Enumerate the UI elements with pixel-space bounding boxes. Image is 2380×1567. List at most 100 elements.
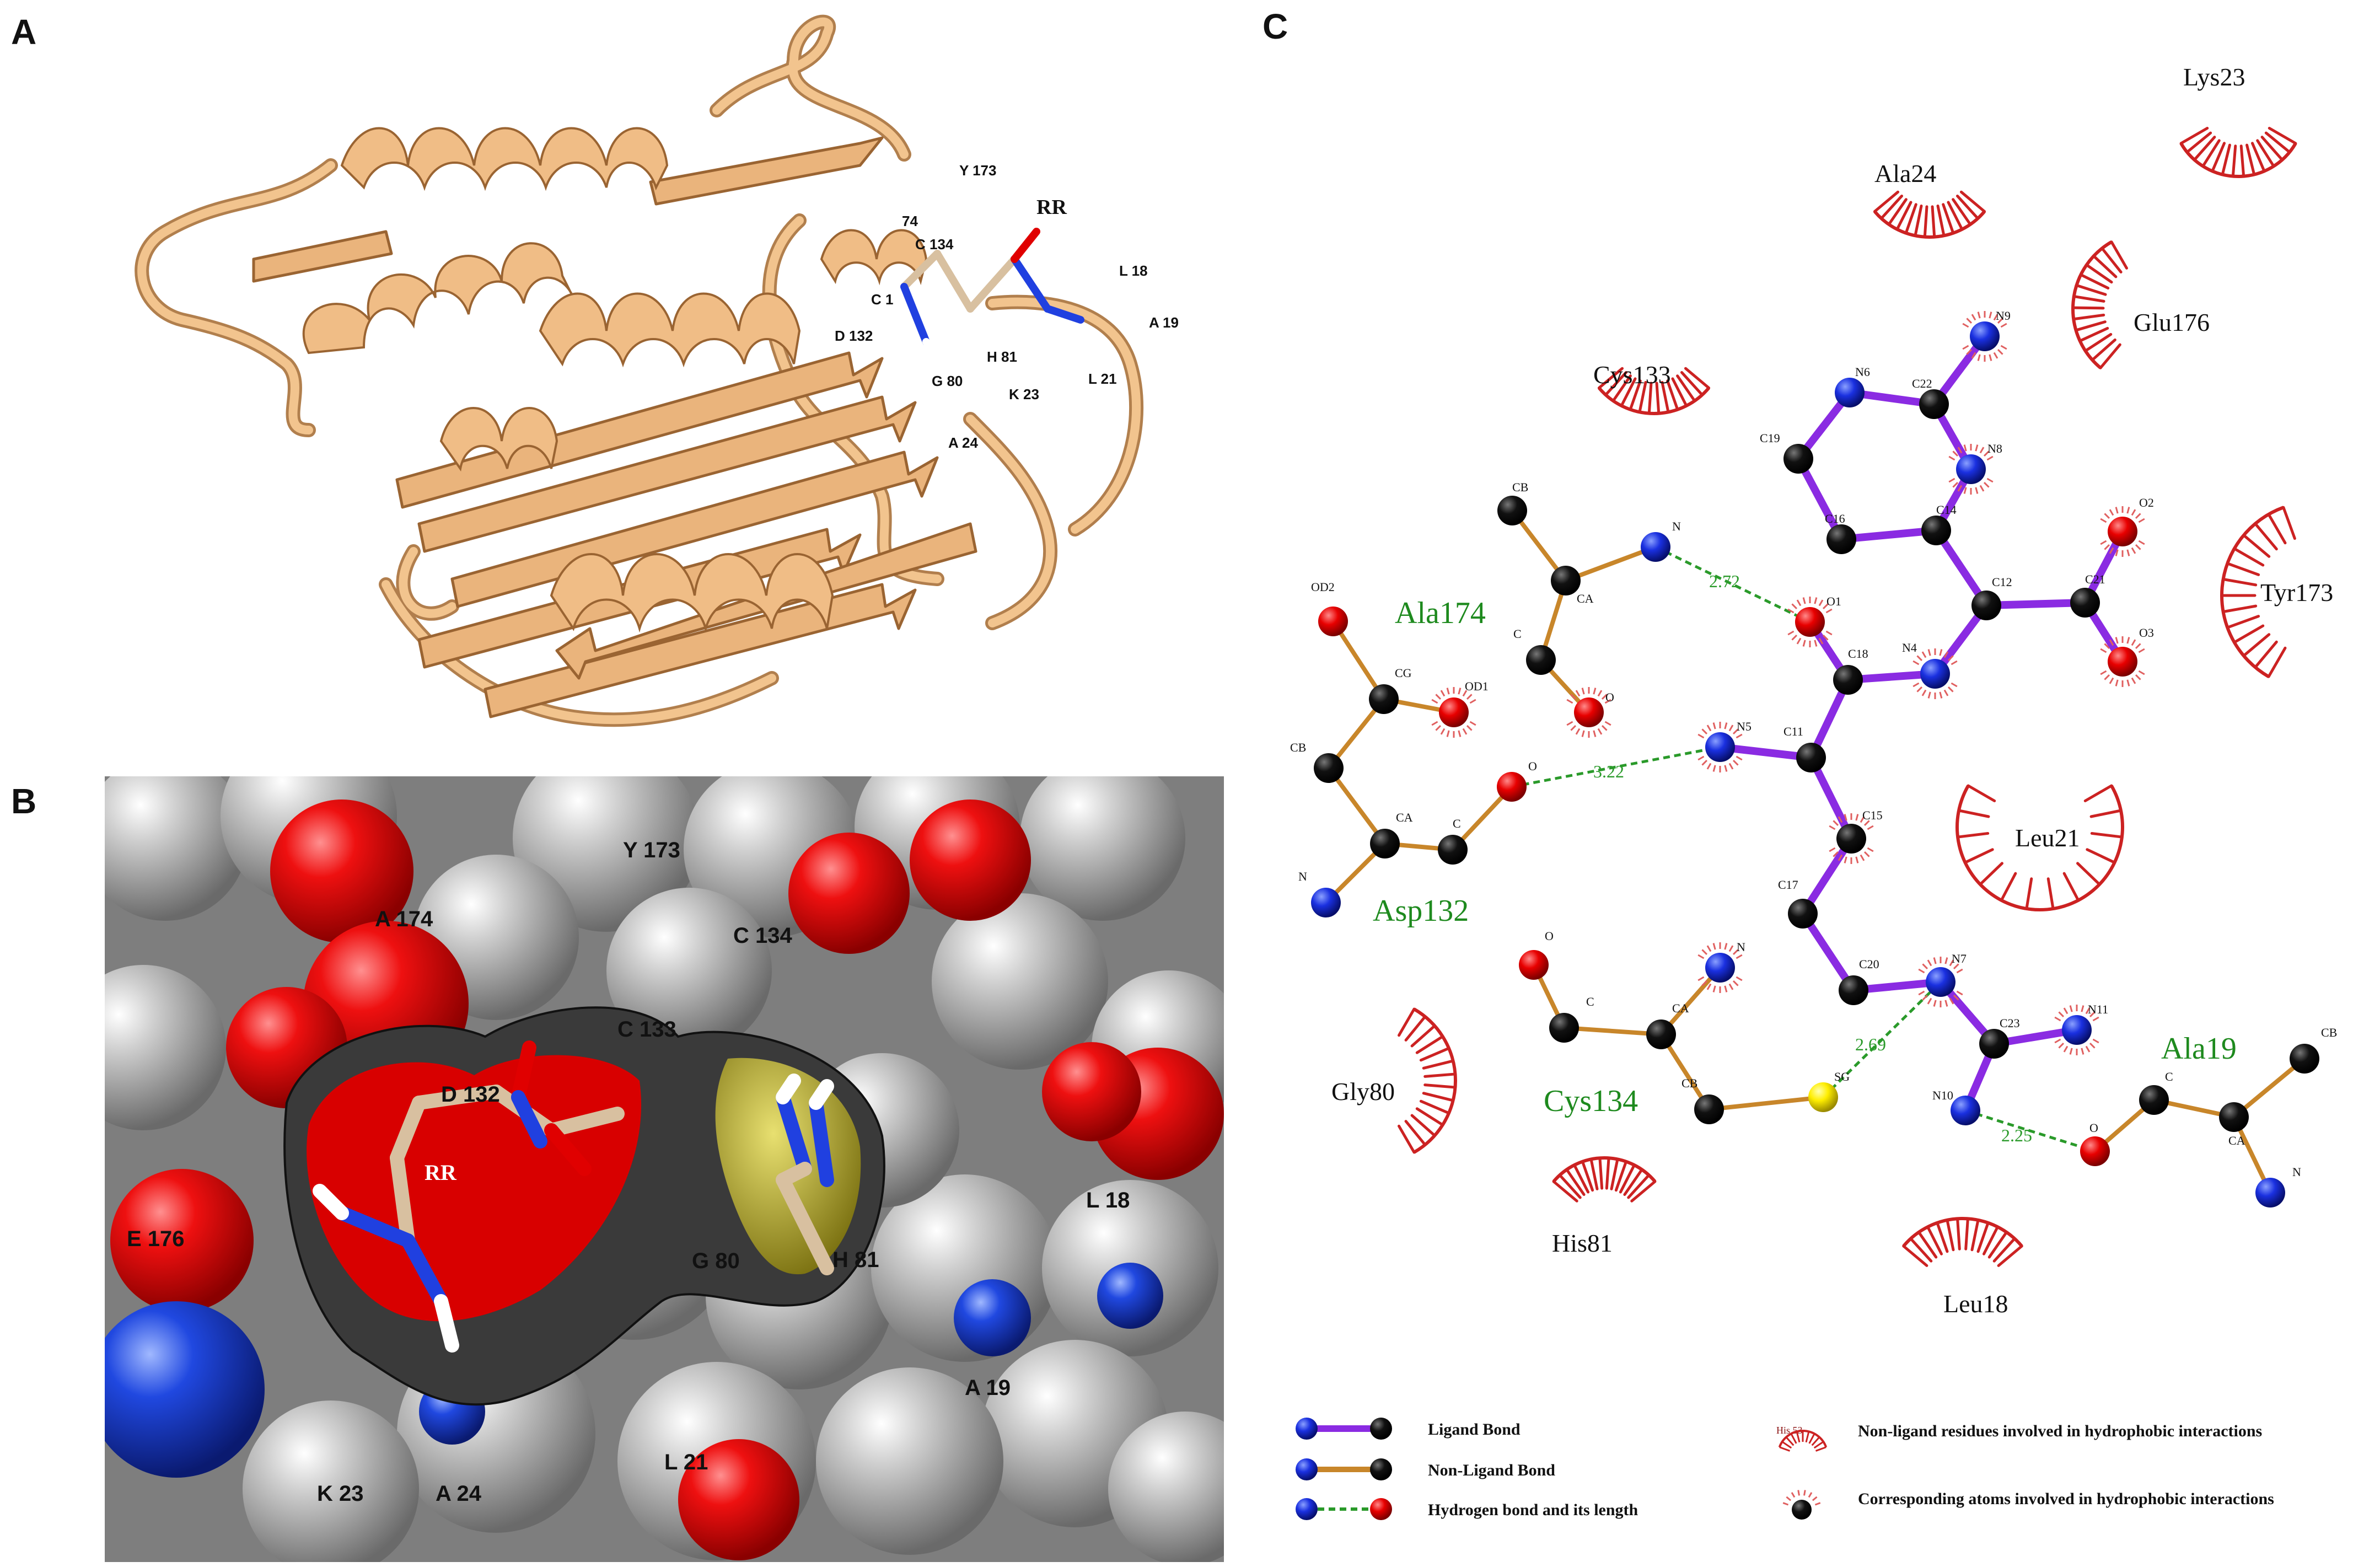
residue-glu176: Glu176 — [2134, 308, 2210, 336]
hydrophobic-atom-marker — [2054, 1005, 2099, 1055]
atom-c — [1497, 496, 1527, 525]
residue-lys23: Lys23 — [2183, 63, 2245, 91]
hydrogen-bond — [1654, 545, 1811, 624]
atom-c — [1646, 1019, 1676, 1049]
panel-a-ribbon-structure: RR Y 173 C 134 74 C 1 D 132 H 81 G 80 K … — [135, 14, 1179, 727]
atom-c — [1839, 975, 1868, 1005]
legend-hydrophobic-atom-arc — [1782, 1490, 1821, 1506]
atom-label: CA — [1396, 811, 1413, 824]
hbond-length-4: 2.25 — [2001, 1125, 2032, 1145]
hydrophobic-atom-marker — [2100, 636, 2145, 687]
panel-b-res-e176: E 176 — [127, 1227, 185, 1251]
hbond-length-3: 2.69 — [1855, 1034, 1886, 1054]
atom-label: C19 — [1760, 431, 1780, 445]
hydrogen-bond-layer — [1511, 545, 2096, 1153]
hydrophobic-arc — [1873, 190, 1986, 239]
atom-label: C12 — [1992, 575, 2012, 589]
atom-label: O — [1605, 690, 1614, 704]
atom-o — [1439, 697, 1469, 727]
non-ligand-bond — [1331, 619, 1386, 701]
atom-label: O — [2089, 1121, 2098, 1135]
panel-b-res-g80: G 80 — [692, 1249, 740, 1273]
atom-label: C16 — [1825, 512, 1845, 525]
atom-label: O3 — [2139, 626, 2154, 640]
atom-label: O2 — [2139, 496, 2154, 509]
atom-c — [1369, 684, 1399, 714]
legend: Ligand Bond Non-Ligand Bond Hydrogen bon… — [1296, 1418, 2274, 1520]
hbond-length-1: 2.72 — [1709, 571, 1740, 591]
atom-label: N5 — [1737, 720, 1752, 733]
non-ligand-bond — [1562, 1026, 1663, 1037]
panel-label-a: A — [11, 12, 36, 52]
atom-label: CG — [1395, 666, 1412, 680]
ligand-bond — [1795, 455, 1845, 543]
panel-b-res-d132: D 132 — [441, 1082, 500, 1107]
panel-a-res-l18: L 18 — [1119, 262, 1148, 279]
atom-label: SG — [1834, 1070, 1850, 1083]
hydrophobic-atom-marker — [1829, 813, 1874, 864]
residue-cys134: Cys134 — [1544, 1084, 1638, 1118]
panel-b-surface: Y 173 A 174 C 134 C 133 D 132 RR E 176 G… — [105, 776, 1224, 1562]
hydrophobic-arc — [2071, 240, 2128, 369]
hydrophobic-atom-marker — [1566, 687, 1611, 738]
atom-c — [1919, 389, 1949, 419]
panel-b-res-a24: A 24 — [436, 1482, 482, 1506]
atom-s — [1808, 1082, 1838, 1112]
atom-o — [1519, 950, 1549, 980]
panel-a-res-a24: A 24 — [948, 434, 978, 451]
atom-n — [1956, 454, 1986, 484]
hydrogen-bond — [1965, 1109, 2096, 1153]
atom-c — [1314, 753, 1344, 783]
legend-hydrophobic-residues: Non-ligand residues involved in hydropho… — [1858, 1422, 2262, 1440]
atom-label: O1 — [1826, 594, 1841, 608]
atom-label: C — [2165, 1070, 2173, 1083]
atom-c — [1551, 566, 1581, 595]
atom-n — [1705, 953, 1735, 983]
atom-label: N — [1672, 519, 1681, 533]
ligand-bond — [1807, 754, 1855, 842]
hydrophobic-atom-marker — [1697, 942, 1743, 993]
atom-c — [1979, 1029, 2009, 1059]
atom-c — [1526, 645, 1556, 675]
atom-n — [1311, 888, 1341, 917]
atom-label: C — [1586, 995, 1594, 1008]
atom-c — [1833, 665, 1863, 695]
atom-label: C18 — [1848, 647, 1868, 661]
panel-b-res-h81: H 81 — [832, 1248, 879, 1272]
non-ligand-bond — [2232, 1056, 2307, 1119]
atom-label: C11 — [1783, 725, 1803, 738]
atom-c — [1796, 743, 1826, 772]
atom-n — [1835, 378, 1865, 407]
atom-label: CB — [1290, 740, 1306, 754]
atom-label: N8 — [1987, 442, 2002, 455]
atom-label: CA — [1577, 592, 1594, 605]
atom-label: C23 — [2000, 1016, 2020, 1030]
panel-b-res-c134: C 134 — [733, 924, 792, 948]
atom-c — [1921, 516, 1951, 545]
hydrophobic-arc — [1902, 1217, 2023, 1267]
residue-asp132: Asp132 — [1373, 894, 1469, 928]
hydrophobic-arc — [1955, 784, 2124, 912]
residue-gly80: Gly80 — [1331, 1077, 1395, 1106]
atom-o — [1574, 697, 1604, 727]
panel-a-res-l21: L 21 — [1088, 371, 1117, 387]
atom-label: C — [1453, 817, 1461, 830]
atom-layer — [1311, 311, 2319, 1208]
panel-b-res-l18: L 18 — [1086, 1188, 1130, 1212]
residue-cys133: Cys133 — [1593, 361, 1671, 389]
atom-o — [2108, 517, 2137, 546]
atom-n — [2255, 1178, 2285, 1208]
ligand-bond — [1716, 743, 1815, 761]
legend-hydrophobic-arc — [1778, 1429, 1828, 1452]
hydrogen-bond — [1822, 981, 1942, 1098]
atom-n — [1951, 1096, 1980, 1125]
ligand-bond — [1932, 527, 1990, 609]
panel-a-res-d132: D 132 — [835, 328, 873, 344]
non-ligand-bond — [1326, 766, 1387, 846]
atom-label: N — [1737, 940, 1745, 954]
hydrophobic-atom-marker — [2100, 506, 2145, 557]
atom-c — [1836, 824, 1866, 854]
atom-label: N11 — [2088, 1002, 2108, 1016]
atom-label: OD2 — [1311, 580, 1335, 594]
